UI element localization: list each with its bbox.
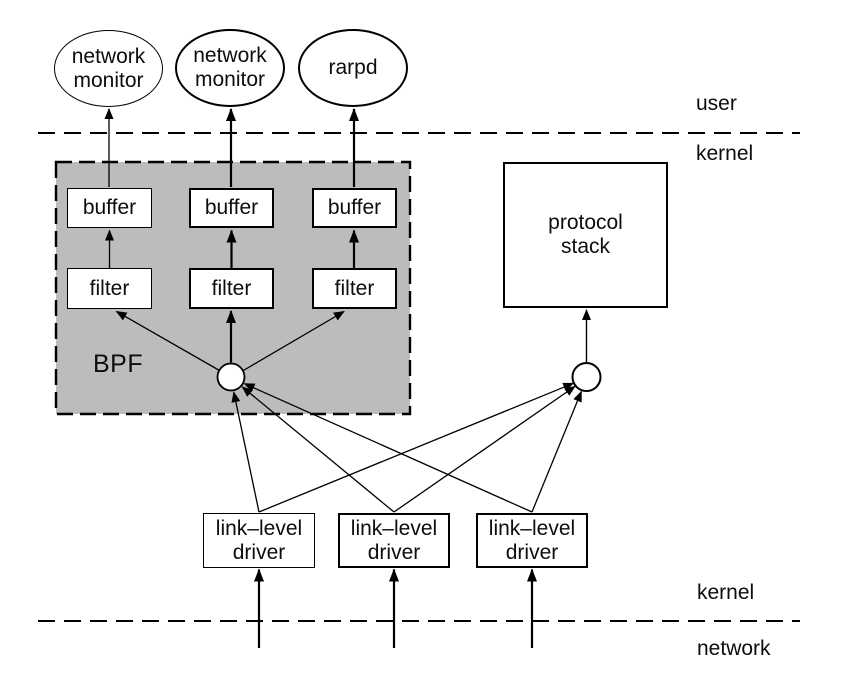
filter-1-label: filter: [89, 276, 130, 300]
filter-box-1: filter: [67, 268, 152, 309]
link-level-driver-box-2: link–level driver: [338, 513, 450, 568]
buffer-2-label: buffer: [204, 196, 259, 219]
driver-3-line2: driver: [505, 540, 559, 564]
driver-1-line1: link–level: [215, 516, 303, 540]
protocol-stack-line1: protocol: [548, 211, 623, 234]
buffer-box-2: buffer: [189, 188, 274, 228]
filter-box-2: filter: [189, 268, 274, 309]
driver-2-line1: link–level: [350, 516, 438, 540]
network-monitor-ellipse-1: network monitor: [54, 30, 163, 107]
buffer-1-label: buffer: [82, 196, 137, 219]
network-monitor-ellipse-2: network monitor: [175, 29, 285, 107]
kernel-label-bottom: kernel: [697, 581, 755, 604]
network-monitor-2-line2: monitor: [194, 68, 266, 91]
user-label: user: [696, 92, 737, 115]
arrow-driver3-to-bpf-tap: [243, 383, 533, 513]
filter-box-3: filter: [312, 268, 397, 309]
network-label: network: [697, 637, 771, 660]
arrow-driver3-to-protocol-tap: [531, 390, 582, 513]
arrow-driver1-to-protocol-tap: [258, 382, 575, 513]
buffer-box-1: buffer: [67, 188, 152, 228]
network-monitor-1-line1: network: [71, 44, 146, 68]
network-monitor-2-line1: network: [193, 44, 267, 67]
kernel-label-top: kernel: [696, 142, 754, 165]
driver-2-line2: driver: [367, 540, 421, 564]
rarpd-label: rarpd: [328, 56, 378, 79]
bpf-label: BPF: [93, 350, 144, 378]
driver-3-line1: link–level: [488, 516, 576, 540]
protocol-stack-box: protocol stack: [503, 162, 668, 308]
arrow-bpf-tap-to-filter1: [115, 310, 220, 372]
arrow-driver2-to-protocol-tap: [393, 385, 576, 513]
filter-3-label: filter: [334, 276, 375, 300]
buffer-3-label: buffer: [327, 196, 382, 219]
filter-2-label: filter: [211, 276, 252, 300]
arrow-bpf-tap-to-filter3: [242, 310, 345, 372]
network-monitor-1-line2: monitor: [73, 68, 144, 92]
link-level-driver-box-3: link–level driver: [476, 513, 588, 568]
protocol-stack-line2: stack: [560, 235, 610, 258]
arrow-driver2-to-bpf-tap: [241, 386, 395, 513]
driver-1-line2: driver: [232, 540, 286, 564]
arrow-driver1-to-bpf-tap: [231, 391, 260, 513]
protocol-tap-circle: [571, 362, 602, 392]
rarpd-ellipse: rarpd: [298, 29, 408, 107]
link-level-driver-box-1: link–level driver: [203, 513, 315, 568]
buffer-box-3: buffer: [312, 188, 397, 228]
bpf-tap-circle: [216, 362, 246, 392]
